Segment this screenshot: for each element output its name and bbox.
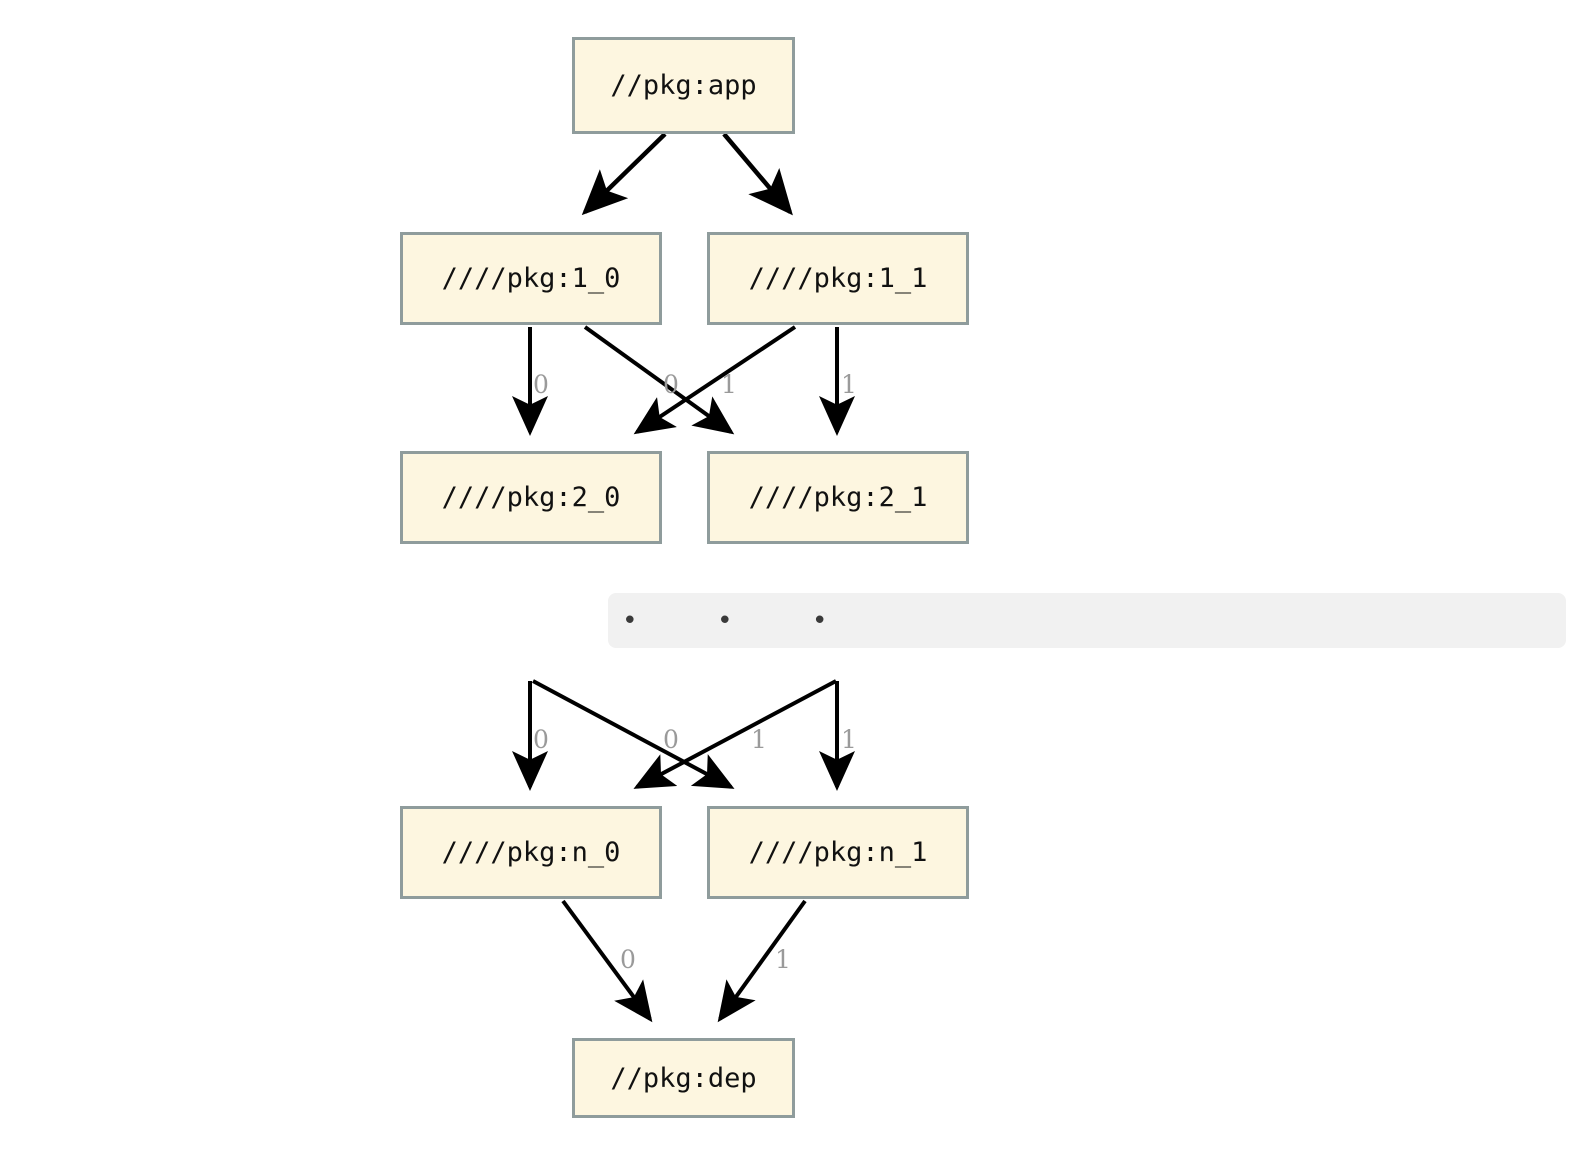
edge-label-hidden-cross-pkgn_0: 1 <box>751 725 767 754</box>
node-label: ////pkg:2_0 <box>441 482 621 513</box>
edge-label-pkg1_0-pkg2_0: 0 <box>533 370 549 399</box>
edge-pkg1_1-to-pkg2_0 <box>633 325 797 435</box>
edge-pkg1_0-to-pkg2_1 <box>583 325 735 435</box>
node-pkg-n-0[interactable]: ////pkg:n_0 <box>400 806 662 899</box>
ellipsis-dots: • • • <box>622 605 844 636</box>
node-pkg-2-1[interactable]: ////pkg:2_1 <box>707 451 969 544</box>
node-label: ////pkg:n_0 <box>441 837 621 868</box>
node-label: //pkg:dep <box>610 1062 757 1094</box>
ellipsis-band: • • • <box>608 593 1566 648</box>
edge-label-hidden-pkgn_1-straight: 1 <box>841 725 857 754</box>
edge-label-pkg1_1-pkg2_0: 1 <box>721 370 737 399</box>
node-label: ////pkg:2_1 <box>748 482 928 513</box>
node-label: //pkg:app <box>610 70 757 101</box>
node-pkg-1-1[interactable]: ////pkg:1_1 <box>707 232 969 325</box>
edge-app-to-pkg1_0 <box>581 132 667 216</box>
edge-label-hidden-pkgn_1: 0 <box>663 725 679 754</box>
edge-label-hidden-pkgn_0: 0 <box>533 725 549 754</box>
node-pkg-app[interactable]: //pkg:app <box>572 37 795 134</box>
edge-label-pkg1_1-pkg2_1: 1 <box>841 370 857 399</box>
node-label: ////pkg:n_1 <box>748 837 928 868</box>
node-pkg-dep[interactable]: //pkg:dep <box>572 1038 795 1118</box>
edge-app-to-pkg1_1 <box>722 132 793 216</box>
node-label: ////pkg:1_0 <box>441 263 621 294</box>
edge-label-pkgn_0-dep: 0 <box>620 945 636 974</box>
node-label: ////pkg:1_1 <box>748 263 928 294</box>
node-pkg-n-1[interactable]: ////pkg:n_1 <box>707 806 969 899</box>
edge-label-pkgn_1-dep: 1 <box>775 945 791 974</box>
node-pkg-2-0[interactable]: ////pkg:2_0 <box>400 451 662 544</box>
edge-label-pkg1_0-pkg2_1: 0 <box>663 370 679 399</box>
edge-hidden-to-pkgn_1 <box>532 679 735 789</box>
edge-pkgn_0-to-dep <box>561 899 653 1023</box>
edge-pkgn_1-to-dep <box>717 899 807 1023</box>
edge-hidden-cross-to-pkgn_0 <box>633 679 837 789</box>
node-pkg-1-0[interactable]: ////pkg:1_0 <box>400 232 662 325</box>
